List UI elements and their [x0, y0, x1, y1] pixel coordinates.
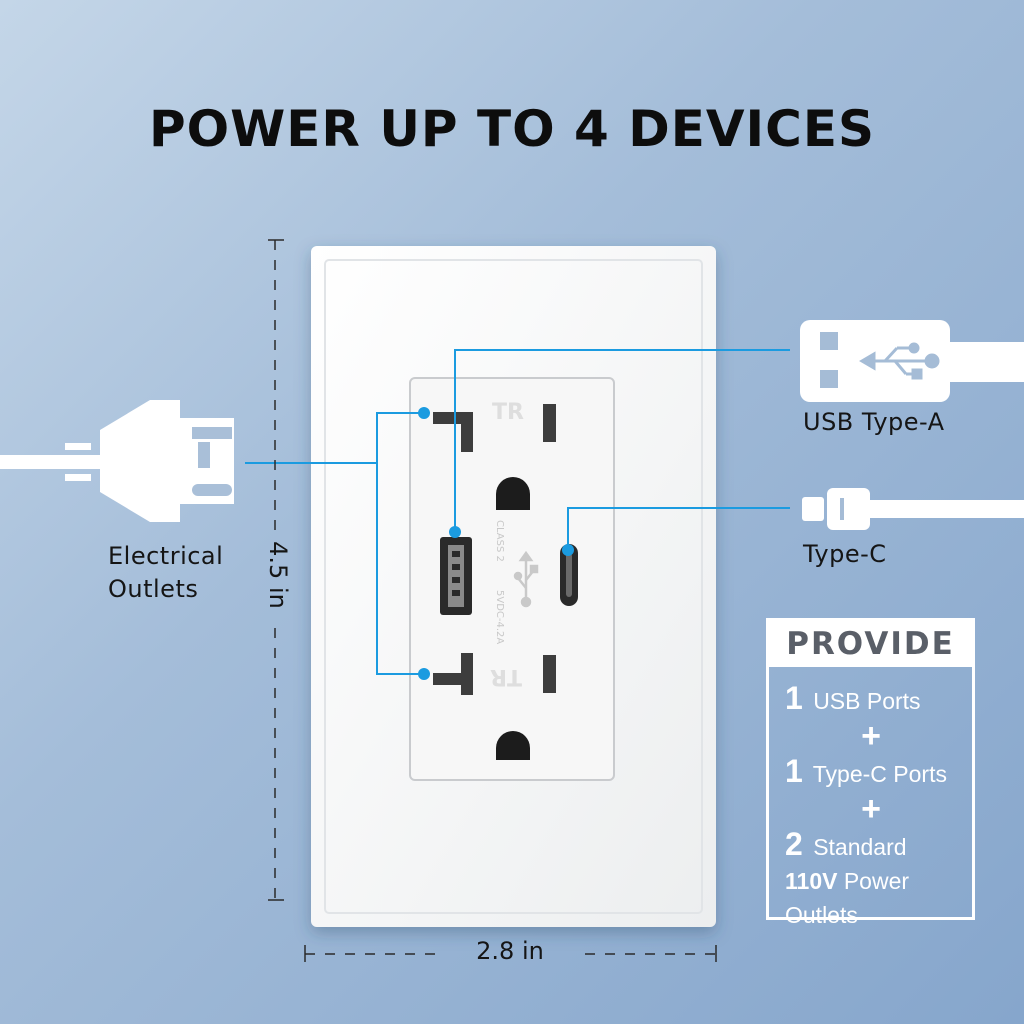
provide-list: 1 USB Ports + 1 Type-C Ports + 2 Standar…	[785, 681, 975, 932]
width-dimension-label: 2.8 in	[476, 937, 544, 965]
outlet-text: Standard	[813, 834, 907, 860]
provide-box: PROVIDE 1 USB Ports + 1 Type-C Ports + 2…	[766, 618, 975, 928]
class-marking: CLASS 2	[494, 520, 505, 562]
electrical-outlets-label-line1: Electrical	[108, 542, 224, 570]
usb-type-a-label: USB Type-A	[803, 408, 945, 436]
electrical-outlets-label: Electrical Outlets	[108, 540, 223, 606]
outlet-count: 2	[785, 826, 803, 862]
outlets-voltage-line: 110V Power	[785, 864, 975, 898]
width-dimension-line	[304, 945, 717, 962]
usb-c-cable-icon	[802, 488, 1024, 530]
bottom-outlet	[433, 653, 556, 760]
usb-a-cable-icon	[800, 320, 1024, 402]
outlet-text3: Outlets	[785, 902, 858, 928]
outlets-line: 2 Standard	[785, 827, 975, 864]
height-dimension-label: 4.5 in	[264, 541, 292, 609]
usb-count: 1	[785, 680, 803, 716]
provide-heading: PROVIDE	[769, 621, 972, 667]
receptacle	[409, 377, 615, 781]
usb-ports-text: USB Ports	[813, 688, 921, 714]
typec-ports-line: 1 Type-C Ports	[785, 754, 975, 791]
type-c-label: Type-C	[803, 540, 887, 568]
usb-c-port	[560, 544, 578, 606]
outlet-voltage: 110V	[785, 868, 838, 894]
top-outlet	[433, 404, 556, 510]
height-dimension-line	[268, 239, 284, 901]
typec-ports-text: Type-C Ports	[812, 761, 947, 787]
plus-icon: +	[861, 790, 881, 828]
plus-icon: +	[861, 717, 881, 755]
tr-marking-top: TR	[492, 400, 524, 425]
usb-ports-line: 1 USB Ports	[785, 681, 975, 718]
usb-symbol-icon	[513, 550, 539, 608]
outlet-text2: Power	[843, 868, 910, 894]
callout-lines	[245, 349, 790, 675]
tr-marking-bottom: TR	[490, 664, 522, 689]
usb-a-port	[440, 537, 472, 615]
page-title: POWER UP TO 4 DEVICES	[148, 100, 876, 158]
typec-count: 1	[785, 753, 803, 789]
plug-icon	[0, 400, 234, 522]
rating-marking: 5VDC-4.2A	[494, 590, 505, 645]
callout-dots	[418, 407, 574, 680]
electrical-outlets-label-line2: Outlets	[108, 575, 199, 603]
